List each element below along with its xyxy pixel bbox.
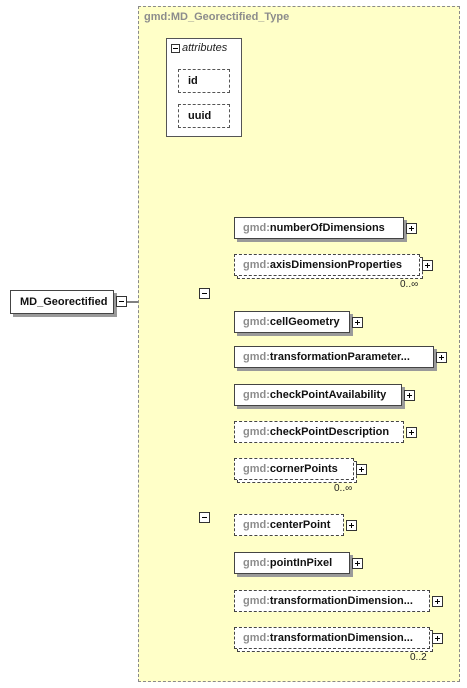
cardinality-label: 0..2 — [410, 652, 427, 663]
namespace-prefix: gmd: — [243, 519, 270, 531]
element-name: checkPointAvailability — [269, 389, 387, 401]
expand-icon[interactable] — [356, 464, 367, 475]
cardinality-label: 0..∞ — [334, 483, 353, 494]
namespace-prefix: gmd: — [243, 351, 270, 363]
attributes-label: attributes — [182, 42, 228, 54]
element-name: cellGeometry — [269, 316, 340, 328]
root-element[interactable]: MD_Georectified — [10, 290, 114, 314]
expand-icon[interactable] — [432, 633, 443, 644]
namespace-prefix: gmd: — [243, 557, 270, 569]
expand-icon[interactable] — [352, 558, 363, 569]
namespace-prefix: gmd: — [243, 222, 270, 234]
root-collapse-icon[interactable] — [116, 296, 127, 307]
group2-element[interactable]: gmd:pointInPixel — [234, 552, 350, 574]
type-title: gmd:MD_Georectified_Type — [144, 11, 290, 23]
namespace-prefix: gmd: — [243, 463, 270, 475]
expand-icon[interactable] — [422, 260, 433, 271]
expand-icon[interactable] — [436, 352, 447, 363]
element-name: centerPoint — [269, 519, 331, 531]
expand-icon[interactable] — [352, 317, 363, 328]
group1-element[interactable]: gmd:transformationParameter... — [234, 346, 434, 368]
element-name: transformationDimension... — [269, 595, 413, 607]
expand-icon[interactable] — [406, 427, 417, 438]
group1-element[interactable]: gmd:cellGeometry — [234, 311, 350, 333]
group2-element[interactable]: gmd:transformationDimension... — [234, 590, 430, 612]
namespace-prefix: gmd: — [243, 316, 270, 328]
expand-icon[interactable] — [432, 596, 443, 607]
element-name: pointInPixel — [269, 557, 333, 569]
cardinality-label: 0..∞ — [400, 279, 419, 290]
namespace-prefix: gmd: — [243, 259, 270, 271]
group2-element[interactable]: gmd:cornerPoints — [234, 458, 354, 480]
element-name: transformationDimension... — [269, 632, 413, 644]
attribute-id[interactable]: id — [178, 69, 230, 93]
namespace-prefix: gmd: — [243, 389, 270, 401]
expand-icon[interactable] — [406, 223, 417, 234]
namespace-prefix: gmd: — [243, 632, 270, 644]
element-name: axisDimensionProperties — [269, 259, 402, 271]
expand-icon[interactable] — [346, 520, 357, 531]
attribute-uuid[interactable]: uuid — [178, 104, 230, 128]
element-name: cornerPoints — [269, 463, 338, 475]
namespace-prefix: gmd: — [243, 595, 270, 607]
group2-element[interactable]: gmd:checkPointAvailability — [234, 384, 402, 406]
expand-icon[interactable] — [404, 390, 415, 401]
namespace-prefix: gmd: — [243, 426, 270, 438]
attributes-collapse-icon[interactable] — [171, 44, 180, 53]
group1-collapse-icon[interactable] — [199, 288, 210, 299]
group2-collapse-icon[interactable] — [199, 512, 210, 523]
element-name: numberOfDimensions — [269, 222, 385, 234]
element-name: transformationParameter... — [269, 351, 410, 363]
group1-element[interactable]: gmd:axisDimensionProperties — [234, 254, 420, 276]
element-name: checkPointDescription — [269, 426, 390, 438]
group2-element[interactable]: gmd:centerPoint — [234, 514, 344, 536]
group2-element[interactable]: gmd:transformationDimension... — [234, 627, 430, 649]
group2-element[interactable]: gmd:checkPointDescription — [234, 421, 404, 443]
group1-element[interactable]: gmd:numberOfDimensions — [234, 217, 404, 239]
